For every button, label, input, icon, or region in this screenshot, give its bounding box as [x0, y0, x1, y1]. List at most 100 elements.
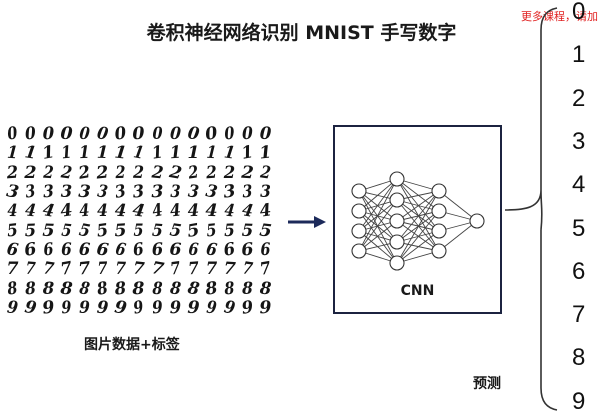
handwritten-digit: 5: [258, 220, 273, 242]
handwritten-digit: 6: [150, 239, 164, 261]
handwritten-digit: 9: [113, 297, 129, 319]
handwritten-digit: 2: [259, 162, 272, 184]
handwritten-digit: 2: [42, 162, 55, 184]
handwritten-digit: 9: [240, 297, 255, 319]
handwritten-digit: 1: [40, 142, 57, 165]
handwritten-digit: 0: [60, 123, 74, 145]
handwritten-digit: 2: [205, 162, 218, 184]
handwritten-digit: 9: [79, 297, 91, 318]
handwritten-digit: 3: [96, 181, 110, 203]
handwritten-digit: 4: [24, 200, 38, 222]
handwritten-digit: 0: [203, 123, 219, 146]
network-node: [389, 255, 405, 271]
handwritten-digit: 3: [259, 182, 271, 203]
handwritten-digit: 5: [24, 220, 37, 241]
diagram-title: 卷积神经网络识别 MNIST 手写数字: [146, 22, 457, 44]
handwritten-digit: 1: [60, 142, 73, 164]
network-edge: [396, 190, 440, 243]
handwritten-digit: 6: [204, 239, 218, 261]
output-digit: 8: [572, 344, 586, 372]
neural-network-icon: [351, 171, 485, 271]
handwritten-digit: 2: [60, 162, 74, 184]
handwritten-digit: 6: [221, 239, 237, 261]
output-digit: 6: [572, 257, 586, 285]
handwritten-digit: 7: [241, 258, 254, 280]
handwritten-digit: 3: [203, 181, 219, 203]
handwritten-digit: 7: [41, 258, 56, 280]
network-edge: [358, 210, 398, 264]
handwritten-digit: 0: [151, 124, 163, 145]
network-node: [389, 213, 405, 229]
output-digit: 1: [572, 41, 586, 69]
handwritten-digit: 8: [223, 278, 235, 299]
network-node: [389, 171, 405, 187]
cnn-label: CNN: [400, 283, 435, 299]
handwritten-digit: 0: [223, 123, 236, 145]
handwritten-digit: 5: [42, 220, 56, 241]
handwritten-digit: 9: [186, 297, 200, 319]
handwritten-digit: 9: [23, 296, 39, 319]
watermark-text: 更多课程，请加: [521, 10, 598, 23]
handwritten-digit: 9: [60, 297, 73, 319]
network-edge: [396, 199, 440, 252]
handwritten-digit: 8: [151, 278, 163, 299]
handwritten-digit: 5: [241, 220, 254, 241]
network-edge: [396, 210, 440, 264]
output-digit: 5: [572, 214, 586, 242]
output-brace: [504, 7, 558, 411]
handwritten-digit: 3: [132, 181, 146, 203]
handwritten-digit: 2: [24, 162, 37, 183]
handwritten-digit: 0: [113, 123, 128, 145]
handwritten-digit: 7: [132, 258, 146, 280]
handwritten-digit: 3: [4, 181, 21, 203]
handwritten-digit: 9: [168, 297, 182, 319]
handwritten-digit: 6: [42, 239, 55, 261]
network-edge: [358, 178, 398, 212]
handwritten-digit: 3: [60, 182, 73, 203]
network-edge: [396, 220, 440, 252]
handwritten-digit: 3: [78, 181, 92, 203]
handwritten-digit: 9: [6, 297, 19, 319]
network-node: [431, 203, 447, 219]
network-node: [351, 223, 367, 239]
handwritten-digit: 3: [186, 181, 200, 203]
network-edge: [358, 178, 398, 232]
handwritten-digit: 8: [168, 278, 182, 300]
network-node: [431, 183, 447, 199]
handwritten-digit: 6: [132, 239, 146, 261]
handwritten-digit: 7: [115, 259, 127, 280]
output-digit: 0: [572, 0, 586, 25]
network-edge: [396, 190, 440, 264]
network-edge: [358, 210, 398, 243]
handwritten-digit: 4: [131, 200, 147, 223]
output-digit: 9: [572, 387, 586, 415]
handwritten-digit: 5: [168, 219, 183, 242]
handwritten-digit: 3: [241, 181, 253, 203]
handwritten-digit: 5: [77, 219, 92, 242]
network-edge: [358, 190, 398, 243]
handwritten-digit: 4: [41, 200, 57, 223]
handwritten-digit: 1: [168, 143, 182, 164]
handwritten-digit: 1: [113, 142, 129, 165]
handwritten-digit: 2: [186, 162, 200, 184]
handwritten-digit: 7: [59, 258, 74, 281]
handwritten-digit: 0: [169, 123, 182, 145]
handwritten-digit: 8: [258, 278, 272, 299]
handwritten-digit: 1: [96, 143, 109, 164]
network-node: [431, 223, 447, 239]
handwritten-digit: 2: [223, 162, 235, 183]
handwritten-digit: 8: [59, 278, 74, 299]
handwritten-digit: 6: [168, 239, 182, 260]
handwritten-digit: 3: [169, 181, 181, 203]
handwritten-digit: 9: [41, 297, 56, 319]
handwritten-digit: 4: [204, 201, 218, 222]
network-node: [351, 183, 367, 199]
handwritten-digit: 7: [97, 259, 109, 280]
network-edge: [396, 178, 440, 212]
handwritten-digit: 9: [258, 297, 273, 319]
flow-arrow: [288, 216, 326, 228]
